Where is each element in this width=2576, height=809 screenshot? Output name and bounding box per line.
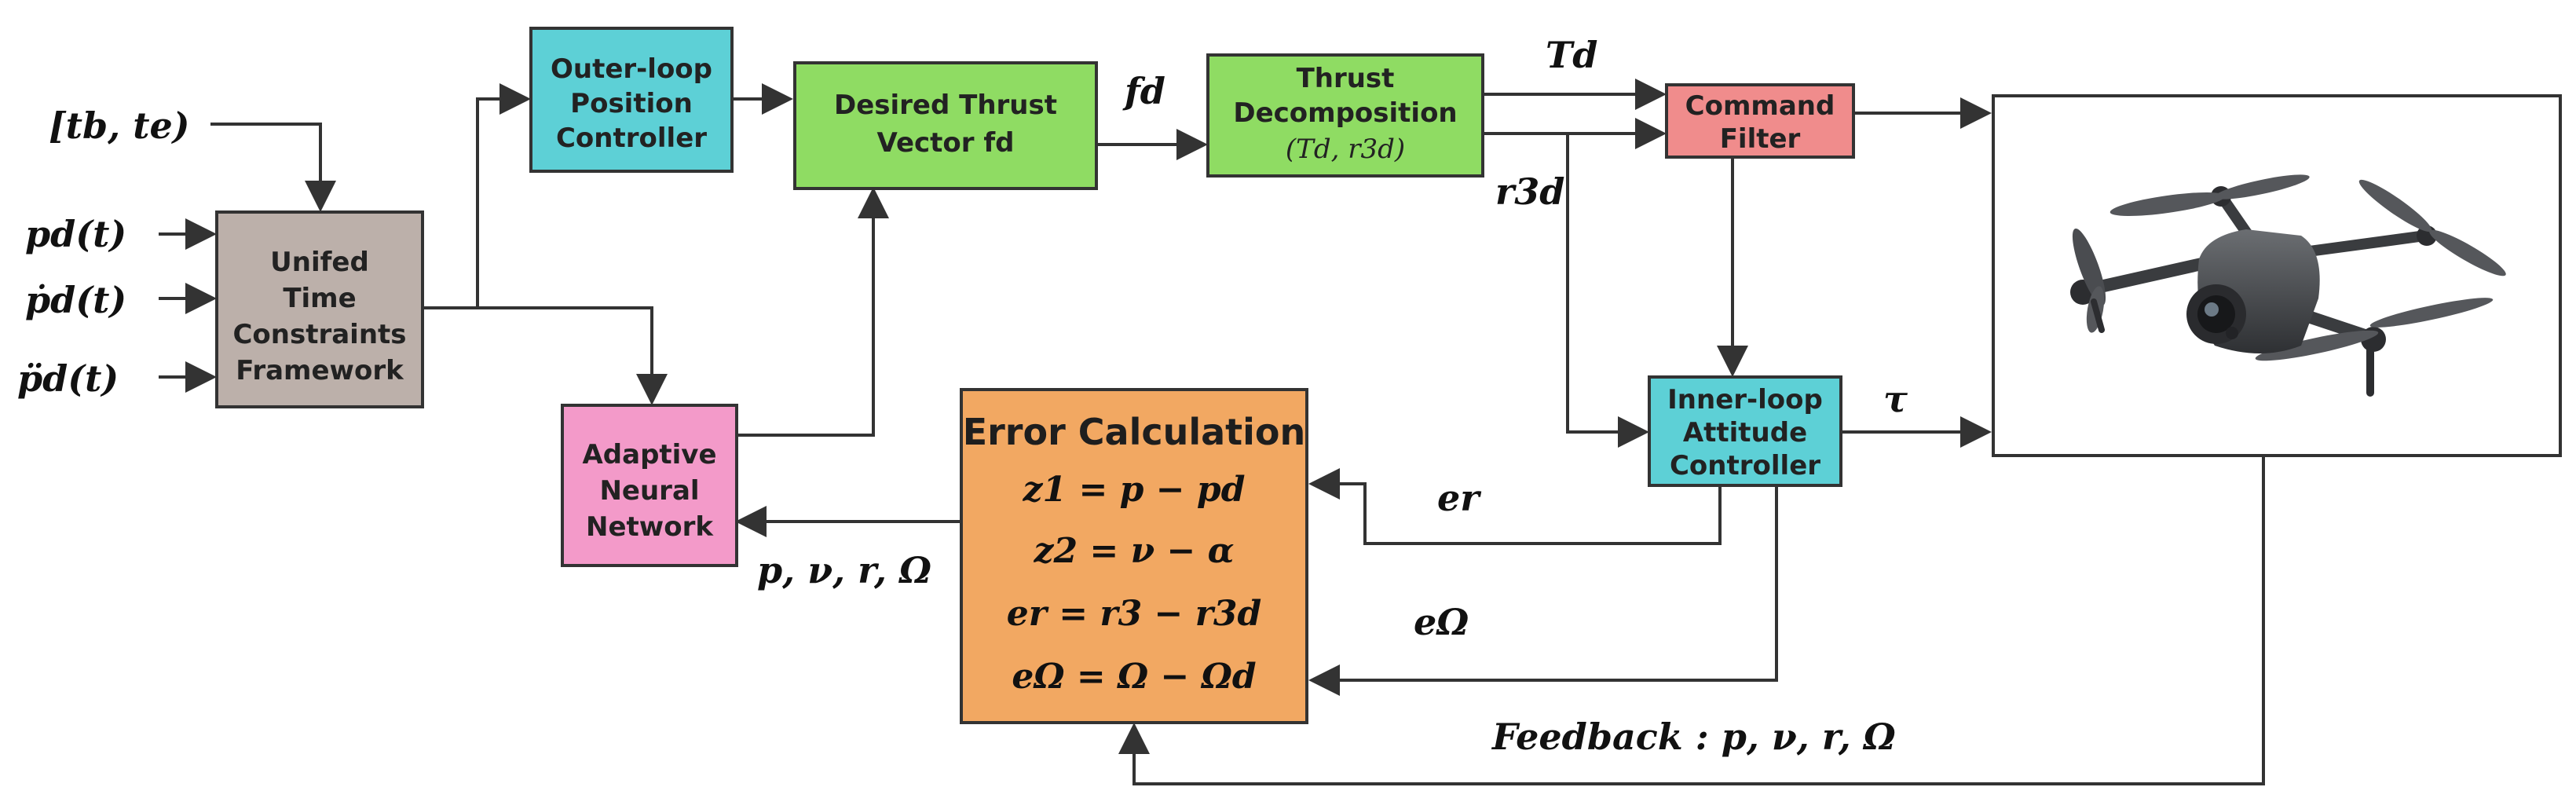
desired-thrust-block: Desired Thrust Vector fd — [793, 61, 1098, 190]
pd-ddot-label: p̈d(t) — [17, 357, 119, 400]
pd-label: pd(t) — [25, 213, 126, 255]
adaptive-line-3: Network — [586, 511, 714, 543]
time-window-label: [tb, te) — [49, 104, 190, 147]
command-line-1: Command — [1685, 90, 1835, 122]
unified-line-1: Unifed — [270, 247, 369, 278]
eomega-signal-label: eΩ — [1414, 601, 1469, 643]
quadcopter-drone-icon — [2070, 174, 2506, 397]
decomp-line-3: (Td, r3d) — [1286, 134, 1405, 165]
adaptive-line-2: Neural — [599, 475, 699, 507]
inner-line-3: Controller — [1670, 450, 1820, 481]
error-eq-4: eΩ = Ω − Ωd — [1012, 657, 1256, 697]
inner-line-2: Attitude — [1683, 417, 1807, 448]
arrow-r3d-to-inner — [1566, 134, 1649, 448]
thrust-line-1: Desired Thrust — [834, 90, 1057, 121]
arrow-er-to-error — [1308, 468, 1722, 545]
command-filter-block: Command Filter — [1665, 83, 1855, 159]
inner-line-1: Inner-loop — [1667, 384, 1823, 415]
thrust-line-2: Vector fd — [876, 127, 1014, 159]
connection-lines — [159, 79, 2265, 785]
pd-dot-label: ṗd(t) — [25, 279, 126, 321]
inner-loop-controller-block: Inner-loop Attitude Controller — [1648, 375, 1842, 487]
error-title: Error Calculation — [963, 411, 1306, 453]
feedback-signal-label: Feedback : p, ν, r, Ω — [1491, 716, 1896, 758]
arrow-unified-to-adaptive — [478, 306, 668, 405]
arrow-unified-to-outer — [424, 83, 531, 309]
outer-line-1: Outer-loop — [551, 53, 712, 85]
unified-line-2: Time — [283, 283, 356, 314]
arrow-time-to-unified — [210, 123, 336, 212]
error-eq-2: z2 = ν − α — [1034, 531, 1235, 571]
adaptive-line-1: Adaptive — [582, 439, 716, 470]
er-signal-label: er — [1437, 477, 1482, 519]
arrow-eomega-to-error — [1308, 487, 1778, 696]
thrust-decomposition-block: Thrust Decomposition (Td, r3d) — [1206, 53, 1484, 178]
arrow-adaptive-to-thrust — [738, 187, 889, 437]
r3d-signal-label: r3d — [1495, 170, 1564, 213]
drone-plant-box — [1992, 94, 2562, 457]
error-eq-3: er = r3 − r3d — [1007, 594, 1262, 634]
unified-line-3: Constraints — [232, 319, 406, 350]
tau-signal-label: τ — [1883, 378, 1908, 420]
command-line-2: Filter — [1720, 123, 1801, 155]
fd-signal-label: fd — [1122, 70, 1165, 112]
outer-line-2: Position — [570, 88, 693, 119]
adaptive-neural-network-block: Adaptive Neural Network — [561, 404, 738, 567]
td-signal-label: Td — [1546, 34, 1597, 76]
states-signal-label: p, ν, r, Ω — [757, 549, 931, 591]
error-eq-1: z1 = p − pd — [1023, 470, 1246, 510]
unified-time-constraints-block: Unifed Time Constraints Framework — [215, 210, 424, 408]
outer-loop-controller-block: Outer-loop Position Controller — [529, 27, 734, 173]
arrow-feedback-to-error — [1118, 456, 2265, 785]
error-calculation-block: Error Calculation z1 = p − pd z2 = ν − α… — [960, 388, 1308, 724]
unified-line-4: Framework — [236, 355, 404, 386]
decomp-line-1: Thrust — [1297, 63, 1395, 94]
outer-line-3: Controller — [556, 123, 707, 154]
decomp-line-2: Decomposition — [1233, 97, 1457, 129]
